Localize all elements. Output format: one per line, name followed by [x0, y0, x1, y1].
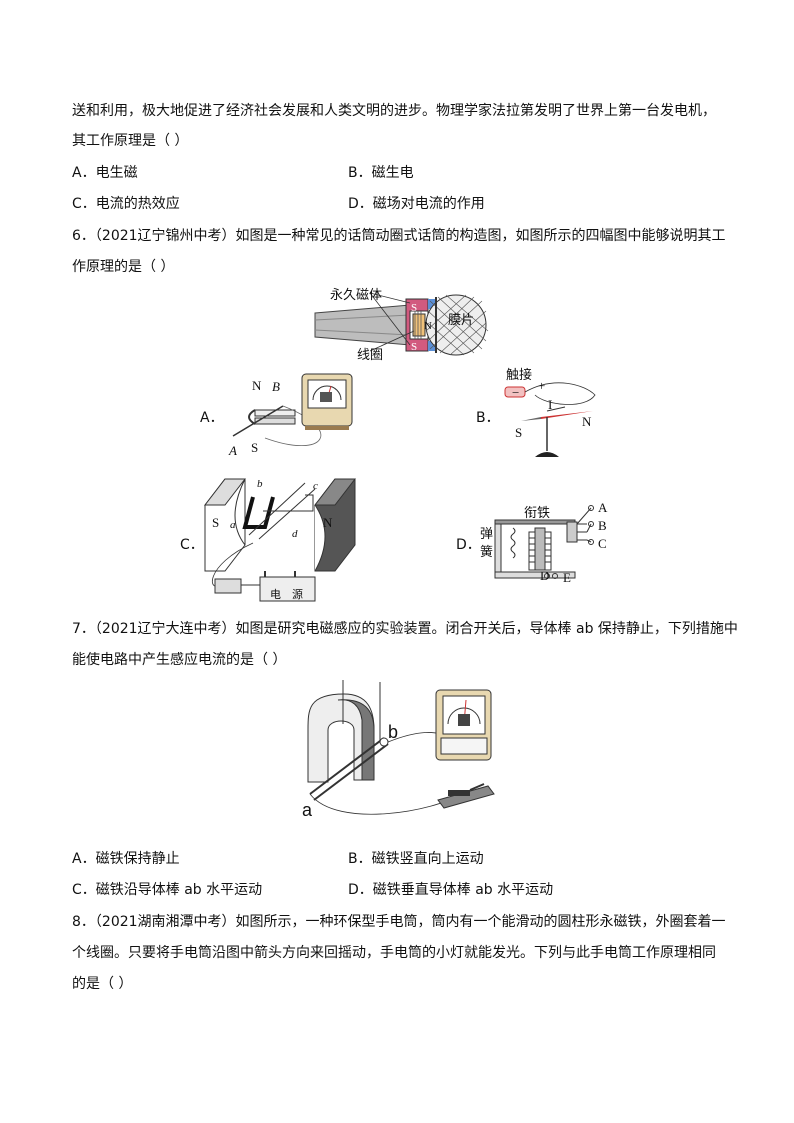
option-c-diagram: [203, 478, 357, 602]
opt-b-s: S: [515, 425, 523, 440]
q6-option-b[interactable]: B．: [476, 410, 500, 426]
option-text: 磁场对电流的作用: [372, 196, 485, 212]
opt-c-b: b: [257, 478, 263, 490]
q5-stem-line1: 送和利用，极大地促进了经济社会发展和人类文明的进步。物理学家法拉第发明了世界上第…: [72, 103, 716, 119]
opt-c-n: N: [323, 515, 333, 530]
q6-stem-line2: 作原理的是（ ）: [72, 259, 175, 275]
opt-c-a: a: [230, 519, 236, 531]
q7-option-a[interactable]: A．磁铁保持静止: [72, 849, 180, 869]
opt-c-c: c: [313, 480, 318, 492]
option-label: A．: [72, 165, 96, 181]
option-label: B．: [348, 851, 372, 867]
option-label: B．: [348, 165, 372, 181]
q7-fig-a: a: [302, 800, 313, 820]
option-a-diagram: [232, 373, 353, 447]
option-label: C．: [72, 196, 96, 212]
opt-a-s: S: [251, 440, 259, 455]
opt-d-c: C: [598, 536, 607, 551]
option-label: D．: [348, 196, 373, 212]
q7-stem-line2: 能使电路中产生感应电流的是（ ）: [72, 652, 287, 668]
opt-b-current: I: [548, 397, 553, 412]
opt-a-a: A: [229, 443, 237, 458]
opt-d-armature: 衔铁: [524, 506, 551, 521]
opt-d-b: B: [598, 518, 607, 533]
opt-d-spring2: 簧: [480, 545, 494, 560]
q5-option-b[interactable]: B．磁生电: [348, 163, 414, 183]
opt-d-e: E: [563, 570, 571, 585]
q8-stem-line3: 的是（ ）: [72, 976, 133, 992]
q5-option-c[interactable]: C．电流的热效应: [72, 194, 180, 214]
q6-option-a[interactable]: A．: [200, 410, 224, 426]
mic-magnet-label: 永久磁体: [330, 288, 383, 303]
mic-n-label: N: [424, 320, 432, 332]
option-text: 电流的热效应: [95, 196, 180, 212]
q7-option-d[interactable]: D．磁铁垂直导体棒 ab 水平运动: [348, 880, 553, 900]
opt-b-plus: +: [538, 378, 546, 393]
option-text: 磁铁保持静止: [95, 851, 180, 867]
opt-b-n: N: [582, 414, 592, 429]
mic-s-top: S: [411, 302, 418, 314]
opt-b-minus: −: [512, 385, 520, 400]
opt-c-s: S: [212, 515, 220, 530]
opt-d-d: D: [540, 568, 550, 583]
mic-s-bottom: S: [411, 341, 418, 353]
option-label: C．: [72, 882, 96, 898]
opt-a-b: B: [272, 379, 280, 394]
opt-c-d: d: [292, 528, 298, 540]
q5-option-a[interactable]: A．电生磁: [72, 163, 138, 183]
electromagnetic-induction-diagram: [307, 680, 495, 815]
mic-coil-label: 线圈: [357, 348, 384, 363]
option-text: 磁生电: [371, 165, 414, 181]
option-label: D．: [348, 882, 373, 898]
option-text: 磁铁垂直导体棒 ab 水平运动: [372, 882, 554, 898]
q6-option-c[interactable]: C．: [180, 537, 204, 553]
opt-d-a: A: [598, 500, 608, 515]
opt-a-n: N: [252, 378, 262, 393]
q7-fig-b: b: [388, 722, 399, 742]
q7-option-b[interactable]: B．磁铁竖直向上运动: [348, 849, 484, 869]
q6-option-d[interactable]: D．: [456, 537, 481, 553]
q7-option-c[interactable]: C．磁铁沿导体棒 ab 水平运动: [72, 880, 262, 900]
q5-option-d[interactable]: D．磁场对电流的作用: [348, 194, 485, 214]
q8-stem-line2: 个线圈。只要将手电筒沿图中箭头方向来回摇动，手电筒的小灯就能发光。下列与此手电筒…: [72, 945, 716, 961]
option-text: 磁铁竖直向上运动: [371, 851, 484, 867]
q7-stem-line1: 7．（2021辽宁大连中考）如图是研究电磁感应的实验装置。闭合开关后，导体棒 a…: [72, 621, 738, 637]
mic-diaphragm-label: 膜片: [448, 313, 475, 328]
option-text: 电生磁: [95, 165, 138, 181]
option-d-diagram: [494, 505, 594, 579]
q5-stem-line2: 其工作原理是（ ）: [72, 133, 189, 149]
q8-stem-line1: 8．（2021湖南湘潭中考）如图所示，一种环保型手电筒，筒内有一个能滑动的圆柱形…: [72, 914, 726, 930]
option-text: 磁铁沿导体棒 ab 水平运动: [95, 882, 263, 898]
opt-b-touch: 触接: [506, 368, 533, 383]
opt-c-source: 电 源: [270, 588, 303, 601]
opt-d-spring1: 弹: [480, 527, 494, 542]
q6-stem-line1: 6．（2021辽宁锦州中考）如图是一种常见的话筒动圈式话筒的构造图，如图所示的四…: [72, 228, 726, 244]
microphone-diagram: [314, 292, 489, 356]
option-b-diagram: [504, 382, 596, 457]
option-label: A．: [72, 851, 96, 867]
